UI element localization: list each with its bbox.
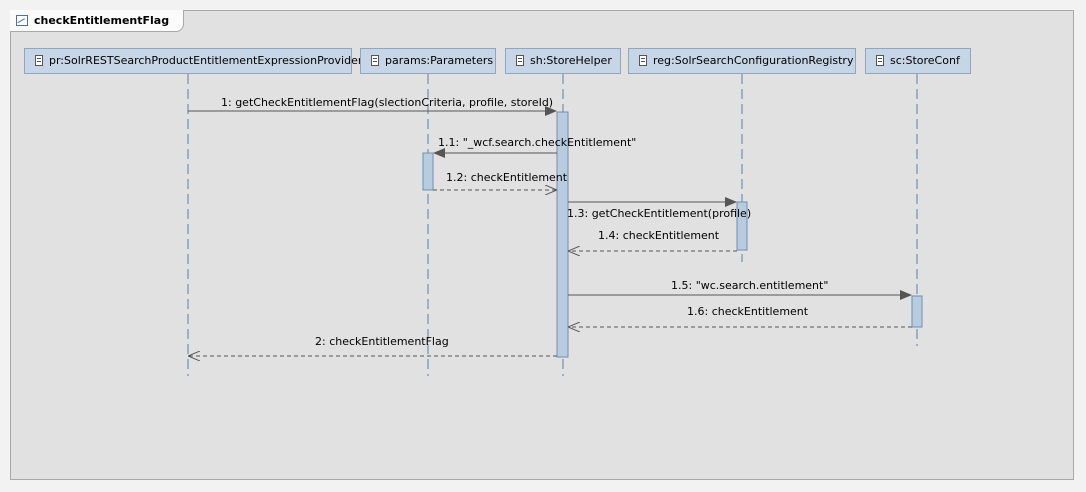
class-icon [371,55,379,66]
lifeline-label: pr:SolrRESTSearchProductEntitlementExpre… [49,54,363,67]
activation-sh[interactable] [556,111,569,358]
lifeline-head-params[interactable]: params:Parameters [360,48,496,74]
activation-reg[interactable] [736,201,748,251]
diagram-frame [10,10,1074,480]
class-icon [516,55,524,66]
message-label-2: 2: checkEntitlementFlag [315,335,449,348]
message-label-1-3: 1.3: getCheckEntitlement(profile) [567,207,752,220]
lifeline-head-sh[interactable]: sh:StoreHelper [505,48,621,74]
lifeline-label: params:Parameters [385,54,494,67]
message-label-1-2: 1.2: checkEntitlement [446,171,568,184]
message-label-1: 1: getCheckEntitlementFlag(slectionCrite… [221,96,554,109]
message-arrows [188,106,912,356]
message-label-1-6: 1.6: checkEntitlement [687,305,809,318]
class-icon [876,55,884,66]
lifeline-head-reg[interactable]: reg:SolrSearchConfigurationRegistry [628,48,856,74]
class-icon [639,55,647,66]
activation-params[interactable] [422,152,434,191]
message-label-1-4: 1.4: checkEntitlement [598,229,720,242]
lifeline-lines [187,74,918,376]
lifeline-head-pr[interactable]: pr:SolrRESTSearchProductEntitlementExpre… [24,48,362,74]
frame-title: checkEntitlementFlag [34,14,170,27]
message-label-1-5: 1.5: "wc.search.entitlement" [671,279,829,292]
sequence-diagram-icon [16,15,28,26]
lifeline-label: sc:StoreConf [890,54,960,67]
lifeline-label: sh:StoreHelper [530,54,612,67]
lifeline-label: reg:SolrSearchConfigurationRegistry [653,54,854,67]
message-label-1-1: 1.1: "_wcf.search.checkEntitlement" [438,136,637,149]
frame-title-tab[interactable]: checkEntitlementFlag [10,10,185,32]
class-icon [35,55,43,66]
activation-bars [422,111,923,358]
lifeline-head-sc[interactable]: sc:StoreConf [865,48,971,74]
activation-sc[interactable] [911,295,923,328]
